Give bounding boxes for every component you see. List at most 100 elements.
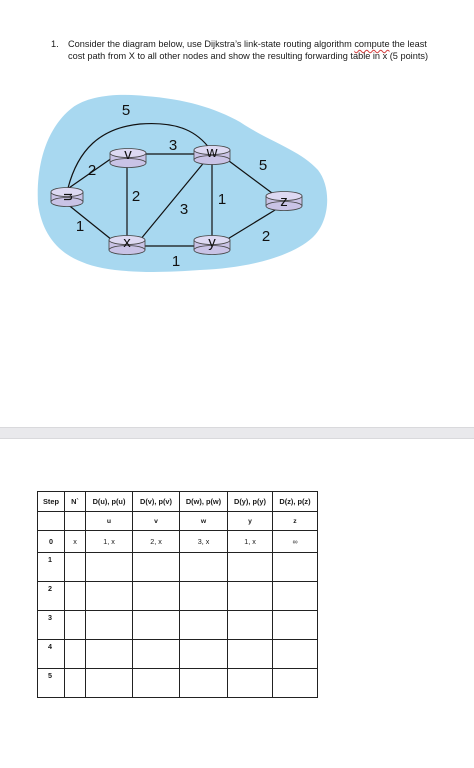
forwarding-table: Step N` D(u), p(u) D(v), p(v) D(w), p(w)… <box>37 491 318 698</box>
header-dw: D(w), p(w) <box>179 491 228 512</box>
cost-u-w: 5 <box>122 102 130 119</box>
table-cell <box>64 639 86 669</box>
table-cell <box>179 610 228 640</box>
spellcheck-flagged-word: compute <box>354 39 390 49</box>
step-cell: 2 <box>37 581 65 611</box>
table-cell <box>227 639 273 669</box>
question-text: Consider the diagram below, use Dijkstra… <box>68 38 453 62</box>
table-cell <box>132 610 180 640</box>
subheader-cell: u <box>85 511 133 531</box>
table-cell <box>179 552 228 582</box>
header-du: D(u), p(u) <box>85 491 133 512</box>
header-dz: D(z), p(z) <box>272 491 318 512</box>
cost-x-y: 1 <box>172 253 180 270</box>
router-y: y <box>193 234 231 255</box>
table-cell <box>272 552 318 582</box>
network-diagram: 5 2 1 3 2 3 1 5 1 2 u v w z x <box>37 94 328 272</box>
subheader-cell: z <box>272 511 318 531</box>
table-cell <box>272 610 318 640</box>
node-label-v: v <box>124 146 132 163</box>
link-u-x <box>65 202 113 241</box>
table-cell <box>64 668 86 698</box>
table-cell <box>272 581 318 611</box>
link-u-v <box>65 157 113 191</box>
table-cell <box>272 668 318 698</box>
question-line2: cost path from X to all other nodes and … <box>68 51 429 61</box>
step-cell: 1 <box>37 552 65 582</box>
table-row: 3 <box>37 610 318 640</box>
subheader-cell: w <box>179 511 228 531</box>
table-cell <box>85 610 133 640</box>
table-cell: 1, x <box>85 530 133 553</box>
node-label-w: w <box>206 144 218 161</box>
cost-y-z: 2 <box>262 228 270 245</box>
table-cell <box>64 610 86 640</box>
table-cell <box>132 581 180 611</box>
links <box>65 122 281 247</box>
cost-w-y: 1 <box>218 191 226 208</box>
link-w-z <box>224 157 277 197</box>
table-row: 4 <box>37 639 318 669</box>
table-row: 0 x 1, x 2, x 3, x 1, x ∞ <box>37 530 318 553</box>
node-label-u: u <box>59 193 76 201</box>
cost-u-v: 2 <box>88 162 96 179</box>
table-row: 1 <box>37 552 318 582</box>
question-line1-end: the least <box>389 39 427 49</box>
link-costs: 5 2 1 3 2 3 1 5 1 2 <box>76 102 270 270</box>
table-cell <box>272 639 318 669</box>
table-row: 5 <box>37 668 318 698</box>
router-x: x <box>108 234 146 255</box>
router-u: u <box>50 187 84 207</box>
table-cell: 3, x <box>179 530 228 553</box>
step-cell: 0 <box>37 530 65 553</box>
table-cell <box>132 668 180 698</box>
subheader-cell: v <box>132 511 180 531</box>
table-cell <box>179 639 228 669</box>
step-cell: 3 <box>37 610 65 640</box>
cost-w-z: 5 <box>259 157 267 174</box>
table-cell <box>227 610 273 640</box>
subheader-cell <box>37 511 65 531</box>
subheader-cell <box>64 511 86 531</box>
table-cell <box>85 639 133 669</box>
cost-v-x: 2 <box>132 188 140 205</box>
cost-w-x: 3 <box>180 201 188 218</box>
question-number: 1. <box>51 39 59 49</box>
table-cell: x <box>64 530 86 553</box>
table-cell <box>227 552 273 582</box>
table-cell <box>64 552 86 582</box>
router-z: z <box>265 191 303 211</box>
question-line1-start: Consider the diagram below, use Dijkstra… <box>68 39 355 49</box>
link-u-w <box>67 122 211 189</box>
table-cell <box>85 581 133 611</box>
header-dv: D(v), p(v) <box>132 491 180 512</box>
link-w-x <box>139 159 207 241</box>
table-cell: 1, x <box>227 530 273 553</box>
table-cell <box>64 581 86 611</box>
table-cell: ∞ <box>272 530 318 553</box>
header-step: Step <box>37 491 65 512</box>
table-cell <box>132 552 180 582</box>
table-cell <box>85 668 133 698</box>
table-cell <box>179 668 228 698</box>
table-row: 2 <box>37 581 318 611</box>
node-label-x: x <box>123 234 131 251</box>
network-cloud <box>37 94 328 272</box>
node-label-z: z <box>280 193 288 210</box>
header-n-set: N` <box>64 491 86 512</box>
step-cell: 4 <box>37 639 65 669</box>
table-header-row: Step N` D(u), p(u) D(v), p(v) D(w), p(w)… <box>37 491 318 512</box>
table-cell: 2, x <box>132 530 180 553</box>
cost-v-w: 3 <box>169 137 177 154</box>
table-cell <box>179 581 228 611</box>
cost-u-x: 1 <box>76 218 84 235</box>
table-cell <box>85 552 133 582</box>
table-cell <box>227 668 273 698</box>
router-v: v <box>109 146 147 168</box>
router-w: w <box>193 144 231 165</box>
header-dy: D(y), p(y) <box>227 491 273 512</box>
page-divider <box>0 427 474 439</box>
step-cell: 5 <box>37 668 65 698</box>
table-subheader-row: u v w y z <box>37 511 318 531</box>
subheader-cell: y <box>227 511 273 531</box>
